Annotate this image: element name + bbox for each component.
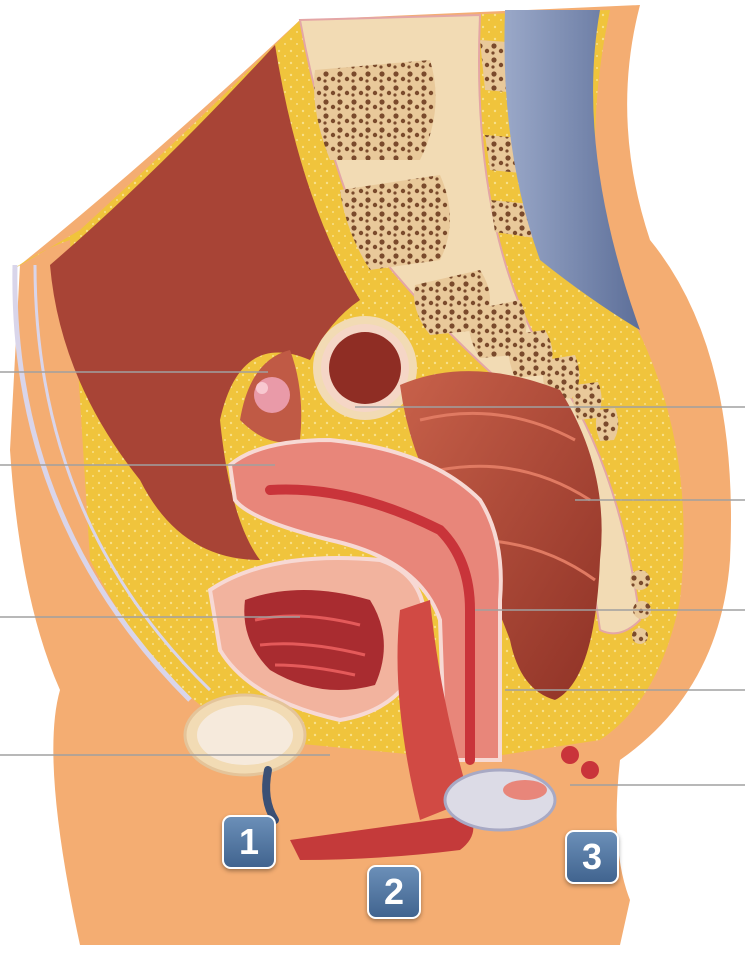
anal-sphincter xyxy=(445,770,555,830)
marker-badge-1[interactable]: 1 xyxy=(222,815,276,869)
marker-badge-3[interactable]: 3 xyxy=(565,830,619,884)
intestine-loop xyxy=(313,316,417,420)
marker-badge-2[interactable]: 2 xyxy=(367,865,421,919)
pubic-bone xyxy=(185,695,305,775)
